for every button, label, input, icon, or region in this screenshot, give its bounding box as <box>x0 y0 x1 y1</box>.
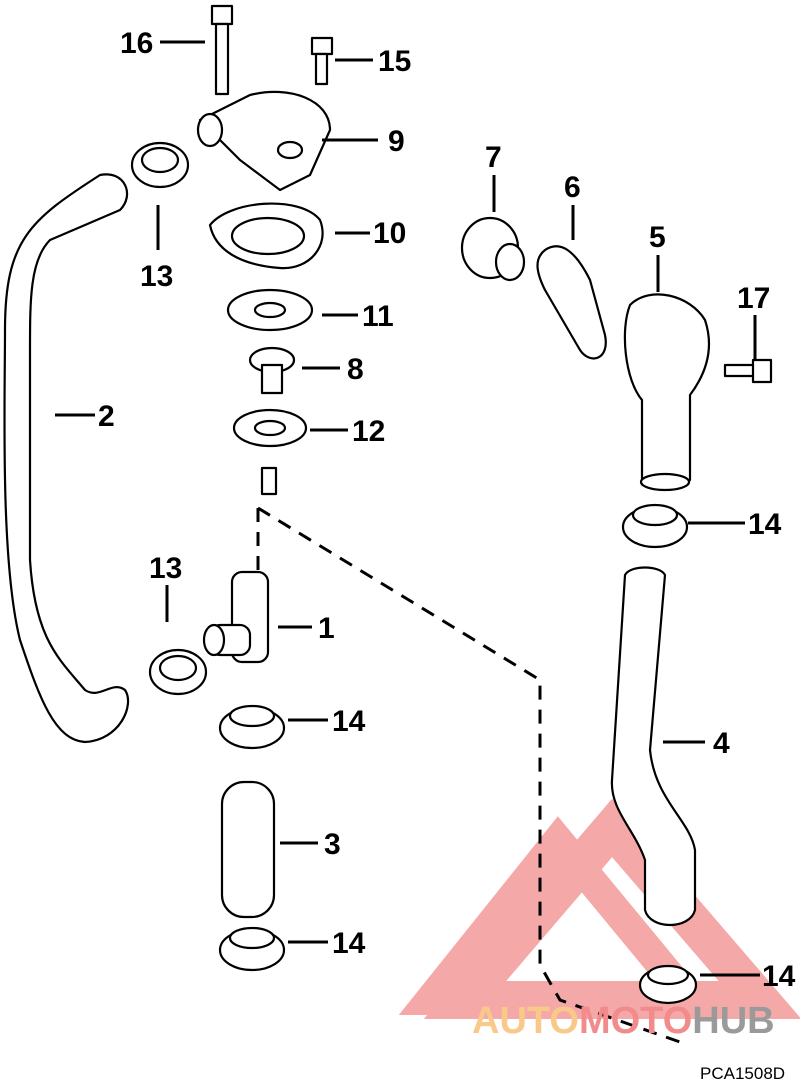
hose-4[interactable] <box>610 566 697 927</box>
screw[interactable] <box>260 466 278 496</box>
callout-14: 14 <box>762 960 796 993</box>
callout-9: 9 <box>388 125 405 158</box>
hose-3[interactable] <box>220 780 276 919</box>
callout-13: 13 <box>140 260 173 293</box>
callout-4: 4 <box>713 727 730 760</box>
callout-7: 7 <box>485 141 502 174</box>
callout-14: 14 <box>748 508 782 541</box>
callout-11: 11 <box>362 300 394 333</box>
callout-8: 8 <box>347 353 364 386</box>
grommet-7[interactable] <box>460 216 526 282</box>
callout-10: 10 <box>373 217 406 250</box>
hose-clamp-13-bottom[interactable] <box>148 648 208 696</box>
washer-12[interactable] <box>232 408 308 448</box>
tee-fitting-1[interactable] <box>202 570 270 664</box>
callout-16: 16 <box>120 27 153 60</box>
hose-clamp-14-b[interactable] <box>218 704 286 750</box>
callout-6: 6 <box>564 171 581 204</box>
washer-11[interactable] <box>226 288 314 332</box>
callout-14: 14 <box>332 927 366 960</box>
hose-clamp-14-a[interactable] <box>621 503 689 549</box>
callout-12: 12 <box>352 415 385 448</box>
callout-14: 14 <box>332 705 366 738</box>
callout-17: 17 <box>737 282 770 315</box>
bolt-17[interactable] <box>723 358 773 384</box>
gasket-6[interactable] <box>536 245 607 360</box>
callout-15: 15 <box>378 45 411 78</box>
watermark-text: AUTOMOTOHUB <box>472 1000 775 1042</box>
thermostat-cover-9[interactable] <box>196 90 332 192</box>
callout-1: 1 <box>318 612 335 645</box>
bolt-15[interactable] <box>310 36 334 86</box>
bolt-16[interactable] <box>210 4 234 96</box>
dashed-connector-line <box>256 506 681 1044</box>
hose-clamp-13-top[interactable] <box>130 141 190 189</box>
hose-clamp-14-c[interactable] <box>218 926 286 972</box>
elbow-5[interactable] <box>623 293 711 492</box>
callout-13: 13 <box>149 552 182 585</box>
gasket-10[interactable] <box>208 202 324 270</box>
figure-code: PCA1508D <box>700 1064 785 1083</box>
callout-3: 3 <box>324 828 341 861</box>
thermostat-8[interactable] <box>248 346 296 395</box>
leader-lines <box>55 40 760 977</box>
callout-5: 5 <box>649 221 666 254</box>
hose-clamp-14-d[interactable] <box>638 964 698 1005</box>
hose-2[interactable] <box>3 173 130 744</box>
callout-2: 2 <box>98 400 115 433</box>
